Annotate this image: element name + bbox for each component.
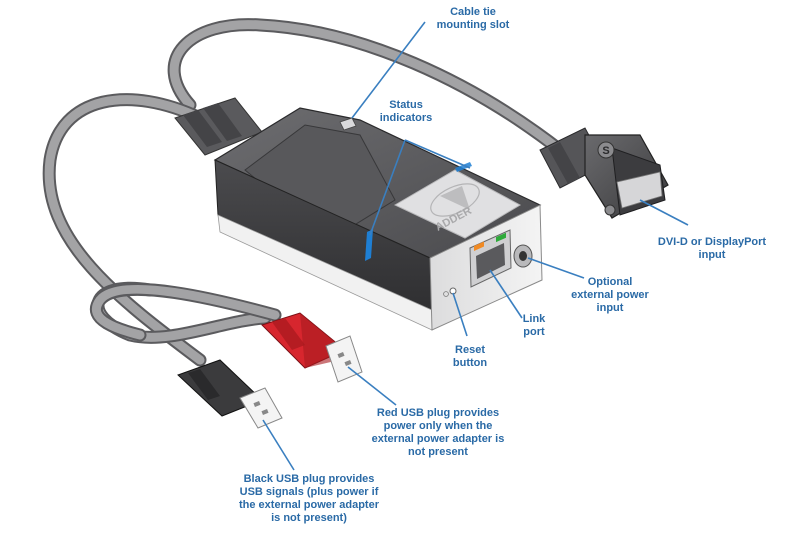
callout-dvi-line1: DVI-D or DisplayPort [657, 236, 767, 248]
cable-loop-lower [90, 282, 282, 342]
leader-reset [452, 292, 468, 337]
callout-red-usb: Red USB plug provides power only when th… [358, 407, 518, 459]
cable-tie-slot [339, 117, 357, 131]
power-input-jack [513, 244, 533, 268]
callout-power-line1: Optional [587, 276, 633, 288]
callout-dvi-line2: input [698, 249, 726, 261]
leader-dvi [639, 199, 689, 226]
callout-cable-tie-slot: Cable tie mounting slot [417, 6, 529, 32]
callout-reset-line2: button [452, 357, 488, 369]
leader-red-usb [347, 366, 397, 406]
callout-power-input: Optional external power input [562, 276, 658, 315]
callout-black-line3: the external power adapter [239, 499, 379, 511]
callout-black-usb: Black USB plug provides USB signals (plu… [226, 473, 392, 525]
callout-status-line2: indicators [379, 112, 433, 124]
leader-cable-tie [351, 21, 426, 119]
leader-power [527, 257, 585, 279]
link-port [469, 229, 512, 288]
callout-link-port: Link port [508, 313, 560, 339]
callout-status-line1: Status [389, 99, 423, 111]
cable-to-black-usb [42, 93, 207, 367]
callout-black-line4: is not present) [271, 512, 347, 524]
callout-cable-tie-line1: Cable tie [450, 6, 496, 18]
cable-to-dvi [167, 18, 567, 157]
leader-status [369, 139, 471, 236]
status-indicator-led [365, 162, 472, 261]
link-led-green [496, 232, 506, 243]
black-usb-plug [177, 359, 283, 429]
leader-link [489, 269, 523, 319]
link-led-orange [474, 241, 484, 251]
callout-red-line2: power only when the [383, 420, 493, 432]
callout-red-line1: Red USB plug provides [376, 407, 500, 419]
callout-red-line3: external power adapter is [371, 433, 505, 445]
callout-black-line1: Black USB plug provides [243, 473, 375, 485]
adapter-body [174, 97, 543, 331]
callout-reset-line1: Reset [455, 344, 485, 356]
callout-red-line4: not present [408, 446, 468, 458]
callout-power-line3: input [596, 302, 624, 314]
callout-reset-button: Reset button [440, 344, 500, 370]
callout-power-line2: external power [571, 289, 649, 301]
leader-black-usb [262, 419, 295, 471]
red-usb-plug [261, 312, 363, 383]
svg-text:S: S [602, 145, 609, 157]
callout-status-indicators: Status indicators [366, 99, 446, 125]
callout-dvi-input: DVI-D or DisplayPort input [648, 236, 776, 262]
callout-black-line2: USB signals (plus power if [239, 486, 379, 498]
leader-lines [262, 21, 689, 471]
callout-link-line1: Link [522, 313, 546, 325]
callout-cable-tie-line2: mounting slot [436, 19, 510, 31]
callout-link-line2: port [523, 326, 545, 338]
dvi-connector: S [539, 127, 669, 219]
